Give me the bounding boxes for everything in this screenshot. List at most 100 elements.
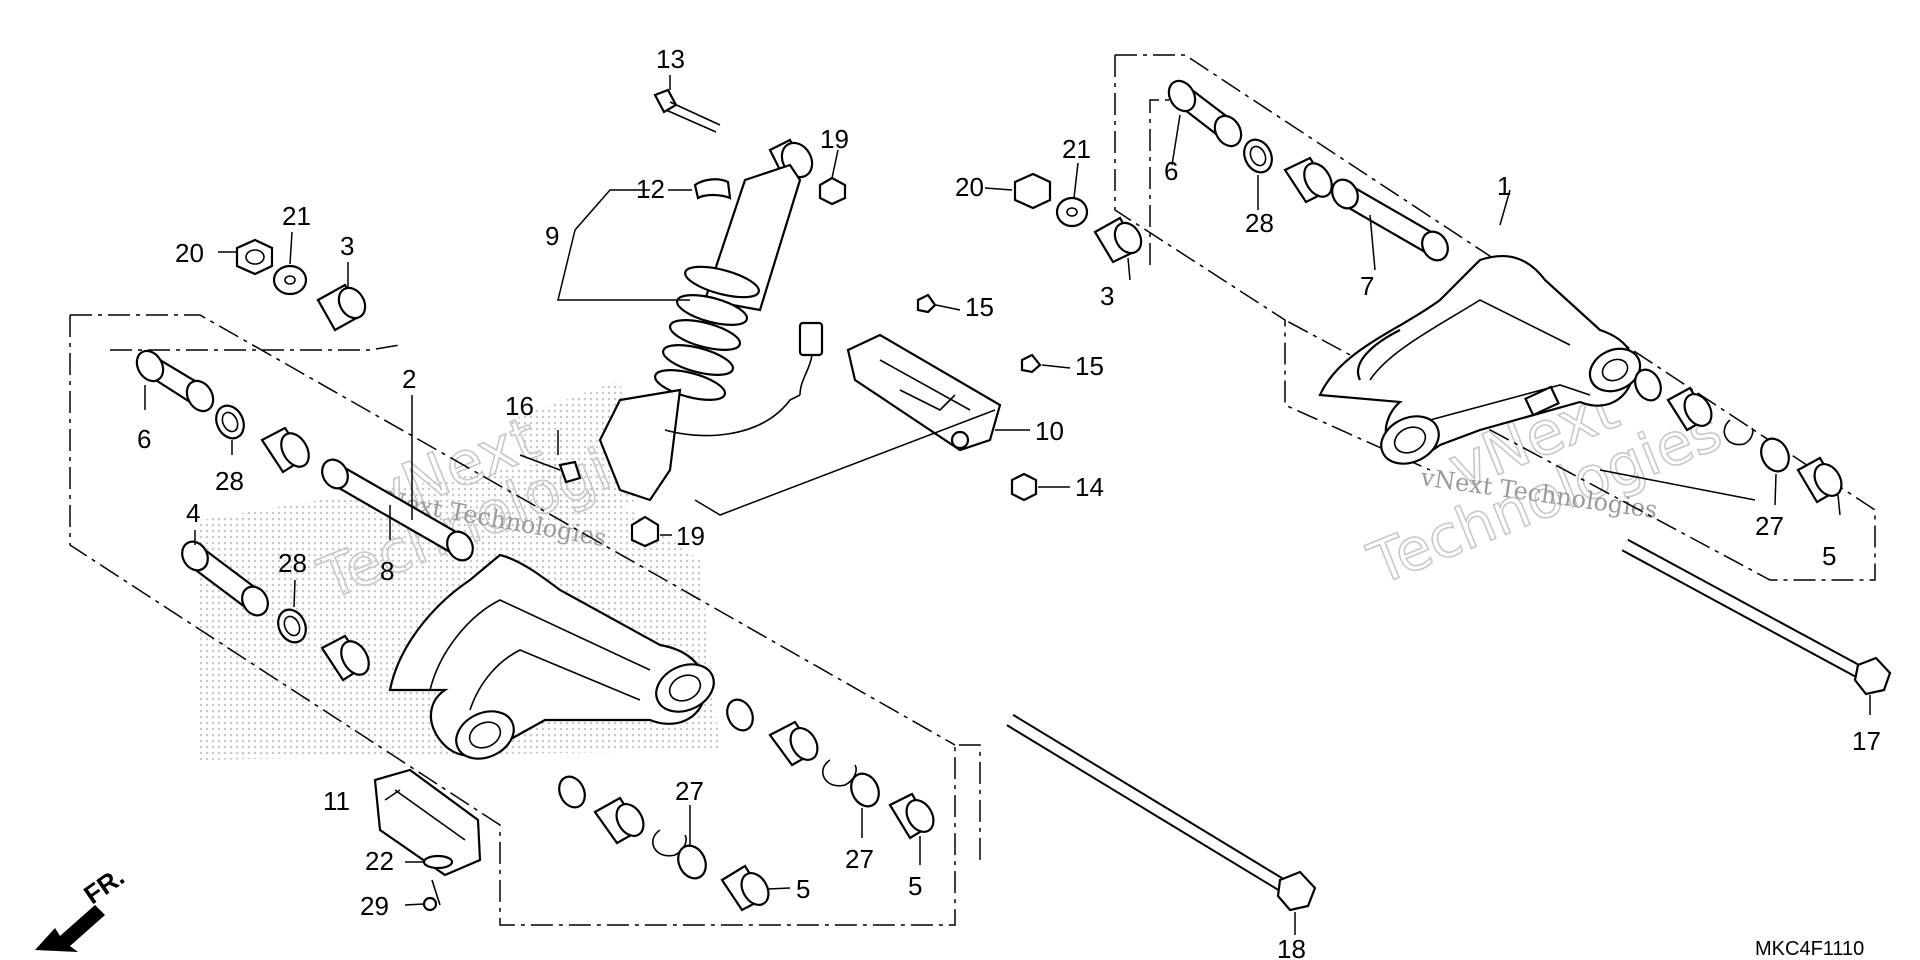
callout-27-mid: 27 (675, 776, 704, 806)
front-label: FR. (78, 861, 130, 910)
callout-19-lower: 19 (676, 521, 705, 551)
seal-left-b (558, 775, 586, 809)
bearing-right (1283, 156, 1333, 204)
pivot-tube-7 (1331, 178, 1449, 262)
callout-numbers: 13 19 12 9 20 21 3 2 6 28 4 28 8 16 19 1… (137, 44, 1881, 960)
nut-20-left (235, 238, 274, 276)
callout-2: 2 (402, 364, 416, 394)
nut-19-upper (818, 176, 847, 206)
callout-7: 7 (1360, 271, 1374, 301)
callout-27-far-right: 27 (1755, 511, 1784, 541)
shock-spring (653, 265, 760, 401)
callout-5-right: 5 (908, 871, 922, 901)
callout-1: 1 (1497, 171, 1511, 201)
callout-18: 18 (1277, 934, 1306, 960)
callout-21-right: 21 (1062, 134, 1091, 164)
callout-5-far-right: 5 (1822, 541, 1836, 571)
assembly-outlines (69, 54, 1876, 926)
circlip-left-a (822, 759, 857, 787)
pivot-bolt-17 (1621, 538, 1892, 696)
callout-14: 14 (1075, 472, 1104, 502)
callout-5-lower: 5 (796, 874, 810, 904)
bracket-10 (846, 293, 1042, 502)
swingarm-1 (1318, 255, 1642, 465)
washer-21-right (1055, 196, 1089, 228)
collar-5-lower (720, 864, 770, 912)
bolt-16 (519, 454, 582, 484)
bushing-4 (181, 540, 269, 617)
callout-4: 4 (186, 498, 200, 528)
callout-6-right: 6 (1164, 156, 1178, 186)
shock-wire (664, 394, 801, 437)
collar-3-left (316, 283, 367, 332)
collar-5-far-right (1796, 456, 1843, 504)
circlip-right (1723, 419, 1754, 446)
screw-15-upper (916, 293, 937, 314)
pivot-bolt-18 (1006, 714, 1317, 912)
front-direction-indicator: FR. (35, 861, 130, 952)
callout-21-left: 21 (282, 201, 311, 231)
seal-28-right (1243, 138, 1273, 174)
screw-15-lower (1020, 353, 1042, 374)
callout-6-left: 6 (137, 424, 151, 454)
callout-8: 8 (380, 556, 394, 586)
callout-17: 17 (1852, 726, 1881, 756)
callout-20-right: 20 (955, 172, 984, 202)
chain-guard-11 (373, 768, 482, 877)
nut-19-lower (630, 515, 660, 548)
bearing-upper-left (260, 426, 310, 474)
callout-3-left: 3 (340, 231, 354, 261)
seal-27-right (850, 772, 880, 808)
swingarm-2 (388, 553, 715, 760)
seal-left-a (726, 698, 754, 732)
seal-27-lower (677, 844, 707, 880)
bushing-6-left (135, 349, 215, 413)
leader-lines (144, 75, 1871, 935)
shock-lower-body (598, 388, 682, 502)
callout-22: 22 (365, 846, 394, 876)
front-arrow-icon (35, 905, 105, 952)
seal-right-a (1634, 368, 1662, 402)
shock-clip-12 (693, 178, 732, 200)
callout-10: 10 (1035, 416, 1064, 446)
callout-19-upper: 19 (820, 124, 849, 154)
callout-28-right: 28 (1245, 208, 1274, 238)
callout-15-lower: 15 (1075, 351, 1104, 381)
seal-27-far-right (1760, 437, 1790, 473)
washer-22 (422, 854, 454, 870)
seal-28-lower-left (277, 608, 307, 644)
shock-connector (798, 321, 824, 357)
left-swingarm-assembly (135, 238, 1317, 912)
callout-9: 9 (545, 221, 559, 251)
collar-3-right (1093, 216, 1143, 264)
shock-absorber-9 (519, 88, 847, 548)
circlip-left-b (652, 829, 687, 857)
pivot-tube-8 (321, 458, 474, 562)
callout-29: 29 (360, 891, 389, 921)
right-swingarm-assembly (1013, 79, 1892, 696)
seal-28-upper-left (215, 404, 245, 440)
washer-21-left (272, 264, 308, 296)
callout-20-left: 20 (175, 238, 204, 268)
nut-20-right (1013, 172, 1052, 210)
bearing-left-b (593, 796, 645, 845)
bearing-right-a (1666, 386, 1713, 432)
bearing-lower-left (320, 634, 370, 682)
callout-3-right: 3 (1100, 281, 1114, 311)
nut-14 (1010, 472, 1038, 502)
bushing-6-right (1167, 79, 1243, 148)
callout-28-left-lower: 28 (278, 548, 307, 578)
callout-11: 11 (323, 786, 350, 816)
bolt-13 (653, 88, 721, 133)
diagram-code: MKC4F1110 (1755, 938, 1864, 960)
callout-13: 13 (656, 44, 685, 74)
bearing-left-a (768, 720, 819, 767)
screw-29 (422, 879, 441, 912)
callout-27-right: 27 (845, 844, 874, 874)
callout-15-upper: 15 (965, 292, 994, 322)
callout-12: 12 (636, 174, 665, 204)
callout-28-left-upper: 28 (215, 466, 244, 496)
callout-16: 16 (505, 391, 534, 421)
collar-5-right (888, 792, 935, 840)
